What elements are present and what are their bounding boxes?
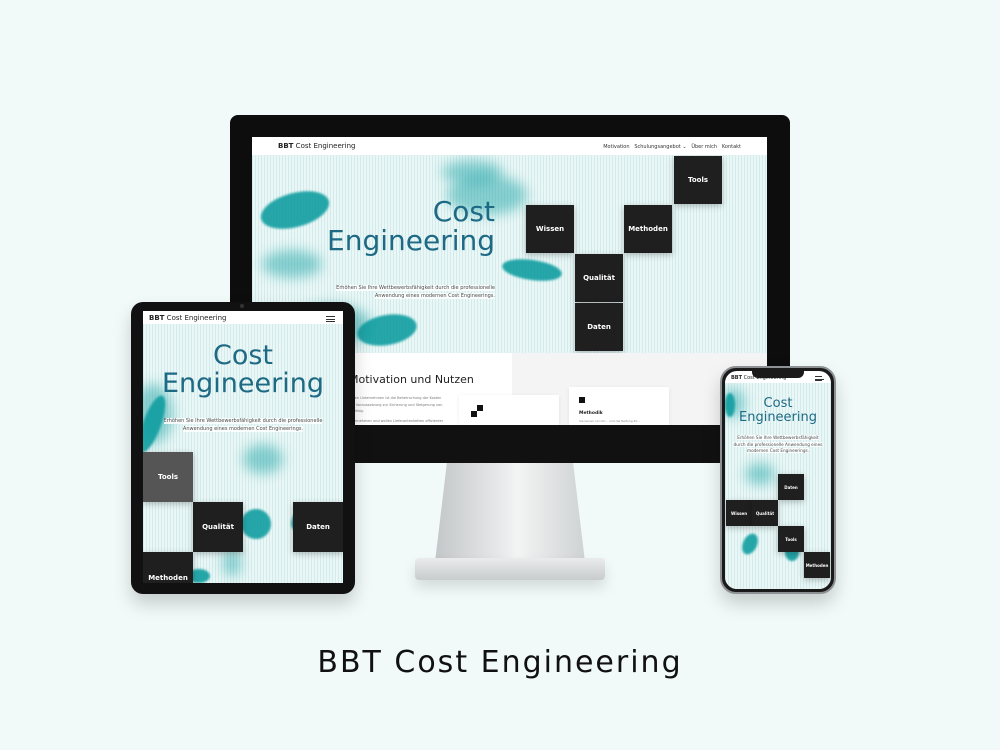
- tile-daten[interactable]: Daten: [778, 474, 804, 500]
- tablet-hero: Cost Engineering Erhöhen Sie Ihre Wettbe…: [143, 324, 343, 583]
- phone-hero: Cost Engineering Erhöhen Sie Ihre Wettbe…: [725, 383, 831, 589]
- hero-title-line: Engineering: [739, 409, 817, 425]
- camera-icon: [240, 304, 244, 308]
- hero-subtitle-line: Anwendung eines modernen Cost Engineerin…: [182, 425, 304, 432]
- hero-subtitle-line: Erhöhen Sie Ihre Wettbewerbsfähigkeit du…: [336, 285, 495, 291]
- checker-icon: [471, 405, 483, 417]
- tile-qualitaet[interactable]: Qualität: [752, 500, 778, 526]
- nav-item-kontakt[interactable]: Kontakt: [721, 144, 741, 150]
- hero-title-line: Cost: [212, 340, 274, 371]
- monitor-base: [415, 558, 605, 580]
- desktop-logo[interactable]: BBT Cost Engineering: [278, 142, 355, 150]
- tile-methoden[interactable]: Methoden: [804, 552, 830, 578]
- tile-tools[interactable]: Tools: [778, 526, 804, 552]
- desktop-hero: Cost Engineering Erhöhen Sie Ihre Wettbe…: [252, 155, 767, 353]
- decor-blob: [447, 175, 527, 215]
- methodik-card[interactable]: Methodik Sie lernen von Ihr... und die R…: [569, 387, 669, 425]
- phone-logo[interactable]: BBT Cost Engineering: [731, 375, 786, 381]
- tablet-logo[interactable]: BBT Cost Engineering: [149, 314, 226, 322]
- phone-website: BBT Cost Engineering Cost Engineering Er…: [725, 371, 831, 589]
- decor-blob: [500, 255, 564, 285]
- card-label: Methodik: [579, 411, 603, 416]
- decor-blob: [262, 250, 322, 278]
- desktop-hero-subtitle: Erhöhen Sie Ihre Wettbewerbsfähigkeit du…: [336, 285, 495, 301]
- section-text-line: …erfolg.: [349, 409, 364, 414]
- section-text-line: …gen Unternehmen ist die Beherrschung de…: [349, 396, 442, 400]
- tile-qualitaet[interactable]: Qualität: [575, 254, 623, 302]
- square-icon: [579, 397, 585, 403]
- phone-notch: [752, 370, 804, 378]
- desktop-website: BBT Cost Engineering Motivation Schulung…: [252, 137, 767, 425]
- tile-methoden[interactable]: Methoden: [624, 205, 672, 253]
- nav-item-ueber-mich[interactable]: Über mich: [691, 144, 718, 150]
- card-text: Sie lernen von Ihr... und die Reifung Ih…: [579, 419, 641, 423]
- decor-blob: [243, 444, 283, 474]
- decor-blob: [745, 463, 775, 485]
- tablet-hero-title: Cost Engineering: [143, 340, 343, 400]
- decor-blob: [725, 393, 735, 417]
- logo-light: Cost Engineering: [164, 314, 227, 322]
- tile-qualitaet[interactable]: Qualität: [193, 502, 243, 552]
- desktop-hero-title: Cost Engineering: [327, 197, 495, 256]
- tablet-website: BBT Cost Engineering Cost Engineering Er…: [143, 311, 343, 583]
- decor-blob: [188, 569, 210, 583]
- menu-icon[interactable]: [815, 376, 824, 381]
- section-text-line: …e Voraussetzung zur Sicherung und Steig…: [349, 402, 443, 407]
- tile-methoden[interactable]: Methoden: [143, 552, 193, 583]
- phone-hero-subtitle: Erhöhen Sie Ihre Wettbewerbsfähigkeit du…: [725, 435, 831, 455]
- section-text: …gen Unternehmen ist die Beherrschung de…: [349, 395, 443, 425]
- hero-subtitle-line: modernen Cost Engineerings.: [746, 448, 810, 453]
- logo-bold: BBT: [731, 375, 743, 381]
- decor-blob: [739, 531, 761, 557]
- tile-daten[interactable]: Daten: [575, 303, 623, 351]
- decor-blob: [256, 184, 334, 236]
- hero-title-line: Cost: [432, 195, 495, 228]
- tile-tools[interactable]: Tools: [674, 156, 722, 204]
- tablet-hero-subtitle: Erhöhen Sie Ihre Wettbewerbsfähigkeit du…: [143, 418, 343, 434]
- chevron-down-icon[interactable]: ⌄: [682, 144, 687, 150]
- phone-hero-title: Cost Engineering: [725, 397, 831, 424]
- desktop-nav: Motivation Schulungsangebot ⌄ Über mich …: [603, 144, 741, 150]
- feature-card[interactable]: [459, 395, 559, 425]
- hero-subtitle-line: durch die professionelle Anwendung eines: [733, 441, 823, 447]
- hero-subtitle-line: Erhöhen Sie Ihre Wettbewerbsfähigkeit du…: [163, 418, 323, 424]
- hero-subtitle-line: Erhöhen Sie Ihre Wettbewerbsfähigkeit: [737, 435, 819, 440]
- nav-item-motivation[interactable]: Motivation: [603, 144, 630, 150]
- section-text-line: …ternehmen und wollen Lieferantenketten …: [349, 418, 444, 423]
- hero-subtitle-line: Anwendung eines modernen Cost Engineerin…: [374, 292, 495, 299]
- decor-blob: [442, 160, 502, 184]
- logo-bold: BBT: [278, 142, 294, 150]
- decor-blob: [241, 509, 271, 539]
- logo-light: Cost Engineering: [293, 142, 356, 150]
- monitor-stand: [435, 462, 585, 562]
- mockup-caption: BBT Cost Engineering: [317, 645, 683, 680]
- tile-wissen[interactable]: Wissen: [526, 205, 574, 253]
- hero-title-line: Cost: [763, 396, 793, 411]
- logo-light: Cost Engineering: [742, 375, 787, 381]
- hero-title-line: Engineering: [162, 368, 324, 400]
- tile-daten[interactable]: Daten: [293, 502, 343, 552]
- nav-item-schulungsangebot[interactable]: Schulungsangebot: [634, 144, 681, 150]
- menu-icon[interactable]: [326, 316, 335, 322]
- hero-title-line: Engineering: [327, 224, 495, 258]
- section-heading: Motivation und Nutzen: [349, 373, 474, 386]
- tile-wissen[interactable]: Wissen: [726, 500, 752, 526]
- decor-blob: [223, 549, 241, 577]
- tile-tools[interactable]: Tools: [143, 452, 193, 502]
- logo-bold: BBT: [149, 314, 165, 322]
